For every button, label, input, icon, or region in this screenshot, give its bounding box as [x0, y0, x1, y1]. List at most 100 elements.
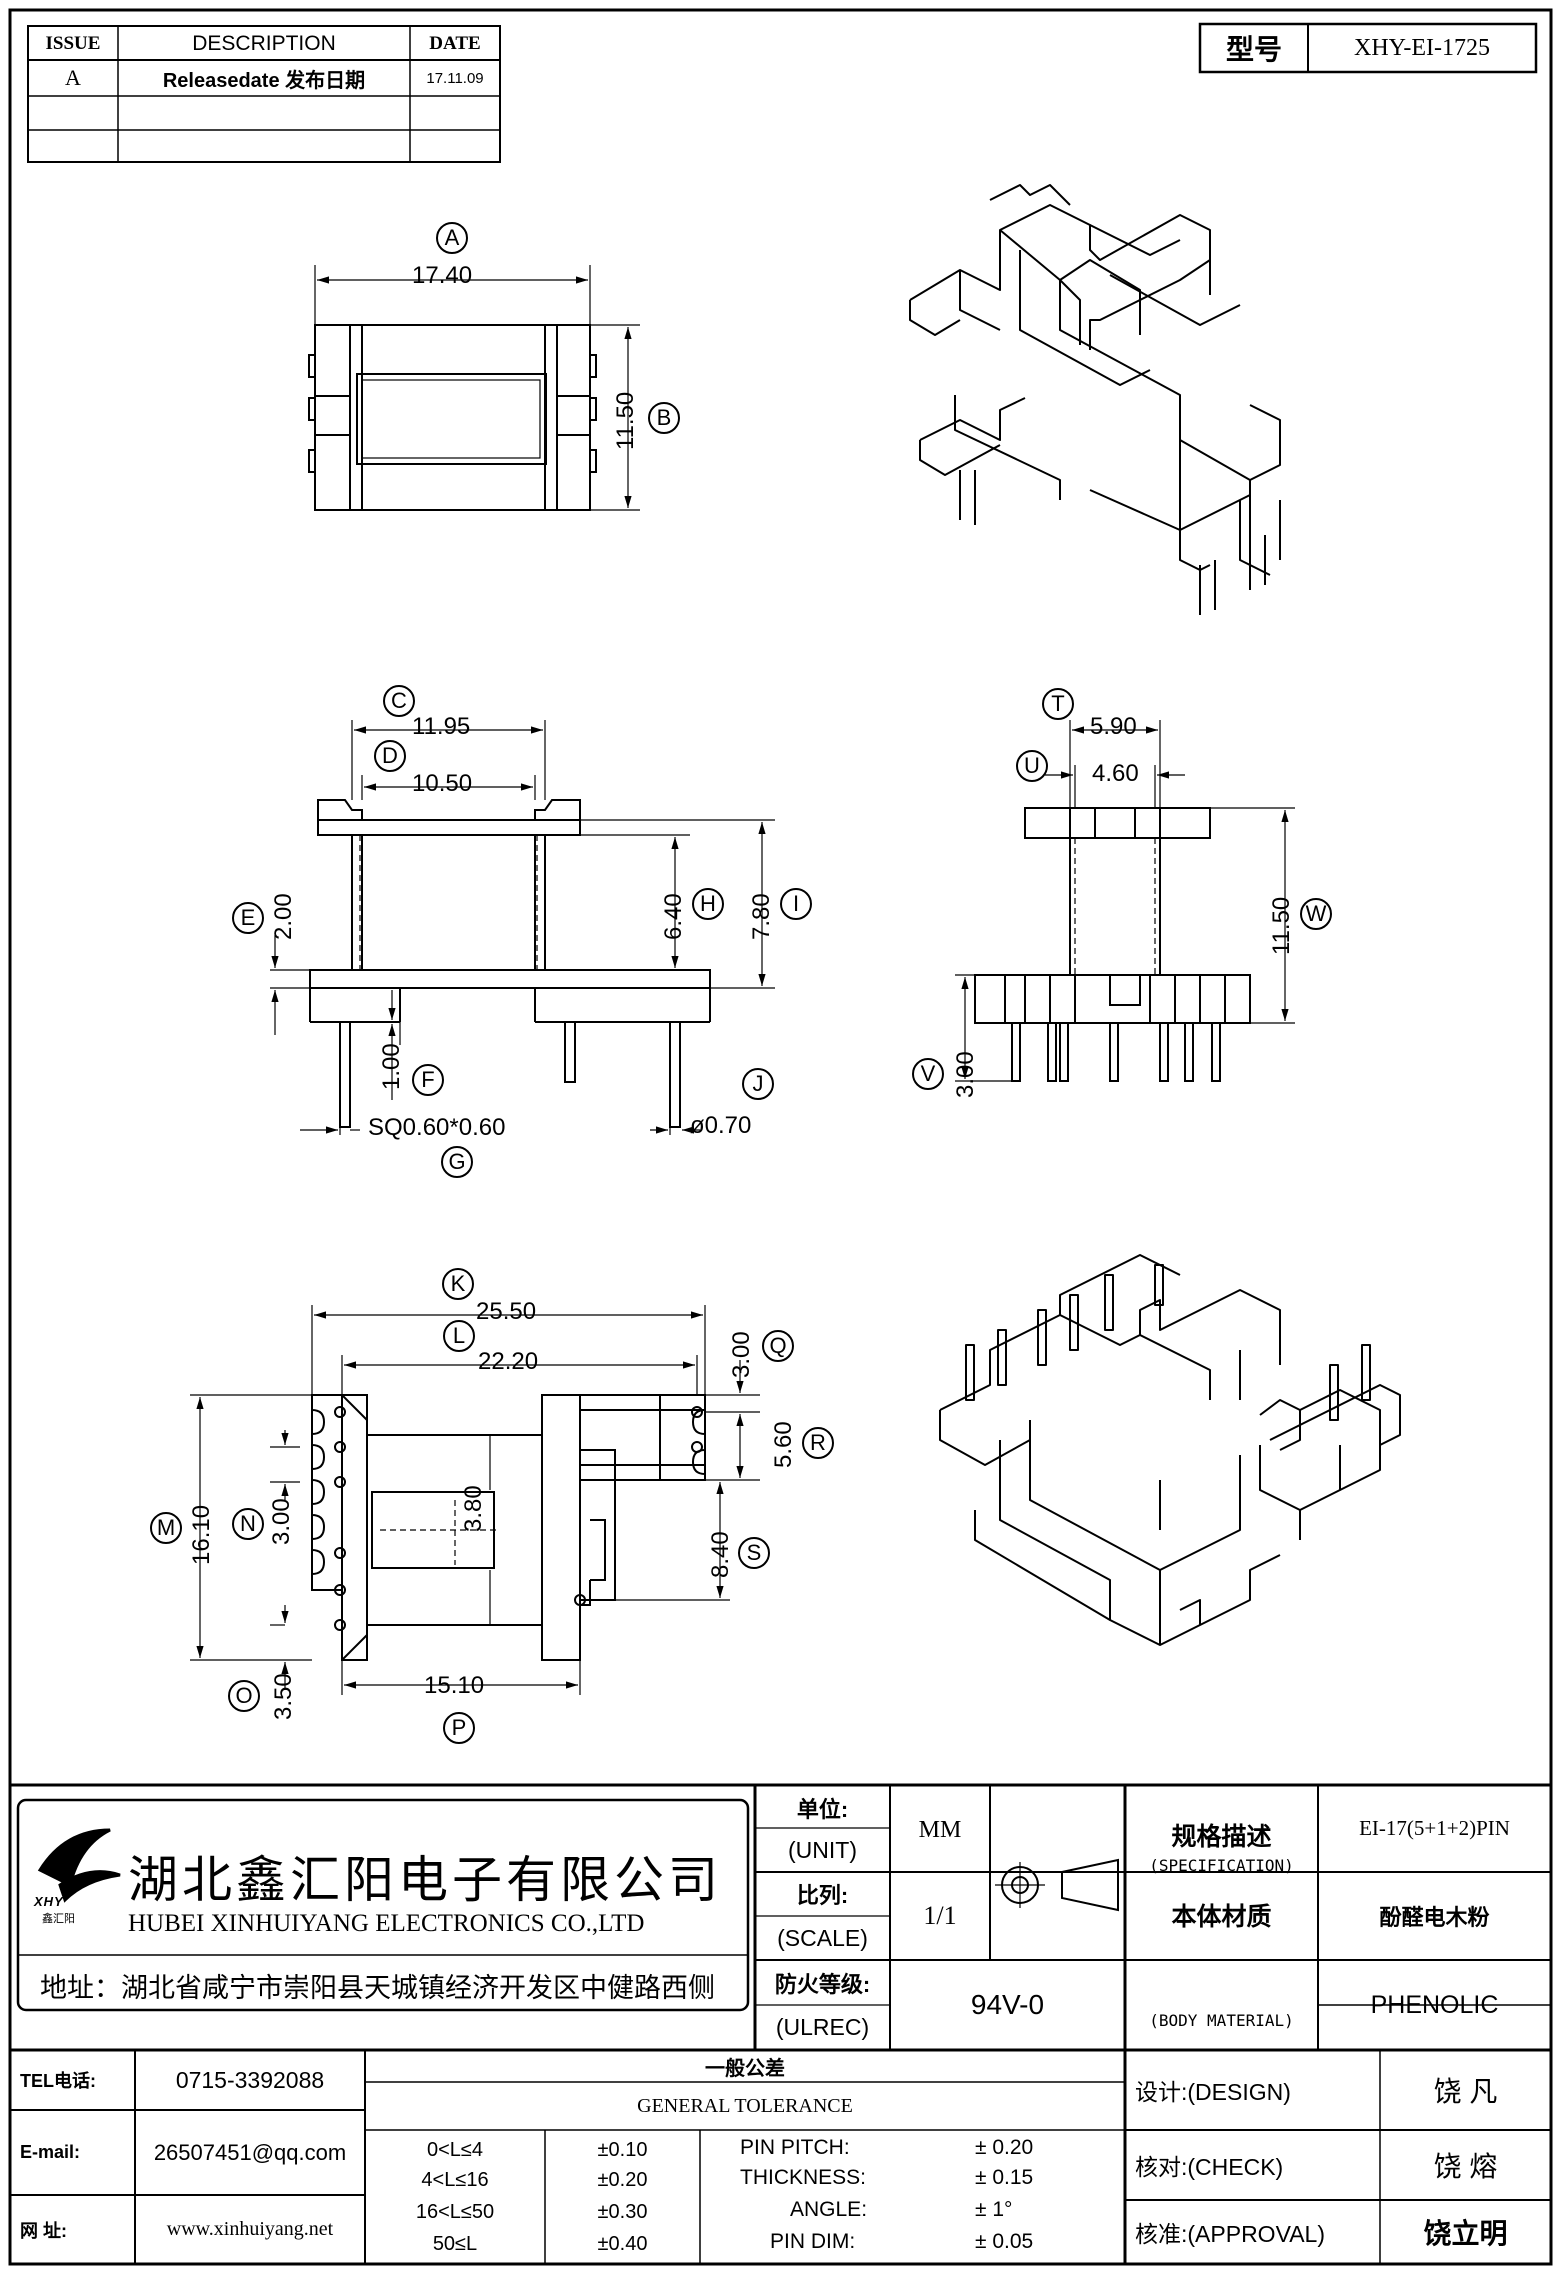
spec-value: EI-17(5+1+2)PIN [1359, 1816, 1510, 1840]
company-logo [37, 1828, 121, 1903]
email-value: 26507451@qq.com [153, 2139, 347, 2165]
rev-issue-a: A [65, 65, 81, 90]
ul-label-en: (ULREC) [775, 2014, 870, 2040]
dim-h-value: 6.40 [660, 893, 687, 940]
spec-label-en: (SPECIFICATION) [1149, 1855, 1294, 1875]
dim-n-bubble: N [232, 1508, 264, 1540]
dim-w-value: 11.50 [1268, 896, 1295, 955]
tol-extra-label-3: ANGLE: [790, 2198, 868, 2221]
web-value: www.xinhuiyang.net [166, 2218, 334, 2240]
email-label: E-mail: [20, 2142, 81, 2162]
side-view [974, 807, 1251, 1082]
rev-header-issue: ISSUE [45, 33, 101, 54]
tol-extra-label-4: PIN DIM: [770, 2230, 856, 2253]
projection-symbol [995, 1858, 1119, 1912]
dim-e-bubble: E [232, 902, 264, 934]
top-view [308, 324, 597, 511]
dim-c-value: 11.95 [412, 713, 471, 740]
dim-p-value: 15.10 [424, 1672, 485, 1699]
company-name-cn: 湖北鑫汇阳电子有限公司 [128, 1852, 722, 1908]
dim-i-value: 7.80 [748, 893, 775, 940]
web-label: 网 址: [20, 2220, 67, 2241]
tol-value-3: ±0.30 [597, 2200, 648, 2223]
material-value-en: PHENOLIC [1370, 1990, 1499, 2019]
check-name: 饶 熔 [1433, 2151, 1498, 2182]
dim-k-bubble: K [442, 1268, 474, 1300]
bottom-view [311, 1394, 706, 1661]
tol-extra-label-1: PIN PITCH: [740, 2136, 850, 2159]
dim-g-bubble: G [441, 1146, 473, 1178]
tol-value-4: ±0.40 [597, 2232, 648, 2255]
tol-range-2: 4<L≤16 [421, 2168, 489, 2191]
unit-label-cn: 单位: [796, 1797, 849, 1822]
dim-u-bubble: U [1016, 750, 1048, 782]
dim-s-value: 8.40 [707, 1531, 734, 1578]
company-name-en: HUBEI XINHUIYANG ELECTRONICS CO.,LTD [128, 1910, 645, 1937]
model-number: XHY-EI-1725 [1354, 34, 1490, 61]
dim-r-value: 5.60 [770, 1421, 797, 1468]
material-value-cn: 酚醛电木粉 [1379, 1905, 1490, 1930]
material-label-en: (BODY MATERIAL) [1149, 2010, 1294, 2030]
company-address: 地址：湖北省咸宁市崇阳县天城镇经济开发区中健路西侧 [40, 1973, 715, 2003]
ul-label-cn: 防火等级: [774, 1971, 871, 1997]
tol-extra-value-4: ± 0.05 [975, 2230, 1034, 2253]
dim-i-bubble: I [780, 888, 812, 920]
scale-label-cn: 比列: [796, 1883, 849, 1908]
dim-l-bubble: L [443, 1320, 475, 1352]
dim-a-bubble: A [436, 222, 468, 254]
dim-e-value: 2.00 [270, 893, 297, 940]
dim-u-value: 4.60 [1092, 760, 1139, 787]
dim-j-bubble: J [742, 1068, 774, 1100]
iso-view-2 [939, 1254, 1401, 1646]
dim-w-bubble: W [1300, 898, 1332, 930]
logo-text: XHY [34, 1894, 64, 1909]
front-view [309, 799, 711, 1128]
dim-m-bubble: M [150, 1512, 182, 1544]
dim-s-bubble: S [738, 1537, 770, 1569]
tol-range-4: 50≤L [432, 2232, 478, 2255]
tol-value-2: ±0.20 [597, 2168, 648, 2191]
tol-value-1: ±0.10 [597, 2138, 648, 2161]
dim-o-bubble: O [228, 1680, 260, 1712]
dim-n-value: 3.00 [268, 1498, 295, 1545]
unit-label-en: (UNIT) [788, 1836, 857, 1863]
dim-m-value: 16.10 [188, 1504, 215, 1565]
spec-label-cn: 规格描述 [1171, 1823, 1272, 1851]
tolerance-title-en: GENERAL TOLERANCE [637, 2094, 853, 2117]
tol-extra-value-2: ± 0.15 [975, 2166, 1034, 2189]
logo-subtext: 鑫汇阳 [42, 1913, 75, 1925]
dim-b-value: 11.50 [612, 391, 639, 450]
unit-value: MM [918, 1816, 962, 1843]
design-label: 设计:(DESIGN) [1135, 2079, 1291, 2105]
dim-inner-value: 3.80 [460, 1485, 487, 1532]
dim-l-value: 22.20 [478, 1348, 539, 1375]
dim-g-value: SQ0.60*0.60 [368, 1114, 506, 1141]
dim-c-bubble: C [383, 685, 415, 717]
dim-v-bubble: V [912, 1058, 944, 1090]
scale-value: 1/1 [923, 1901, 957, 1930]
dim-t-value: 5.90 [1090, 713, 1137, 740]
dim-f-value: 1.00 [378, 1043, 405, 1090]
dim-t-bubble: T [1042, 688, 1074, 720]
dim-k-value: 25.50 [476, 1298, 537, 1325]
sheet-border [8, 8, 1553, 2266]
title-block-grid [10, 1783, 1551, 2264]
rev-header-date: DATE [429, 33, 481, 54]
approval-label: 核准:(APPROVAL) [1135, 2221, 1325, 2247]
tel-value: 0715-3392088 [175, 2066, 325, 2093]
approval-name: 饶立明 [1423, 2218, 1508, 2249]
iso-view-1 [909, 184, 1281, 615]
dim-b-bubble: B [648, 402, 680, 434]
design-name: 饶 凡 [1433, 2076, 1498, 2107]
model-label: 型号 [1225, 34, 1282, 65]
dim-d-bubble: D [374, 740, 406, 772]
tol-extra-value-3: ± 1° [975, 2198, 1013, 2221]
rev-date-a: 17.11.09 [426, 69, 484, 87]
dim-v-value: 3.00 [952, 1051, 979, 1098]
tol-range-3: 16<L≤50 [415, 2200, 495, 2223]
dim-h-bubble: H [692, 888, 724, 920]
dim-p-bubble: P [443, 1712, 475, 1744]
dim-j-value: ø0.70 [690, 1112, 752, 1139]
tol-range-1: 0<L≤4 [426, 2138, 484, 2161]
